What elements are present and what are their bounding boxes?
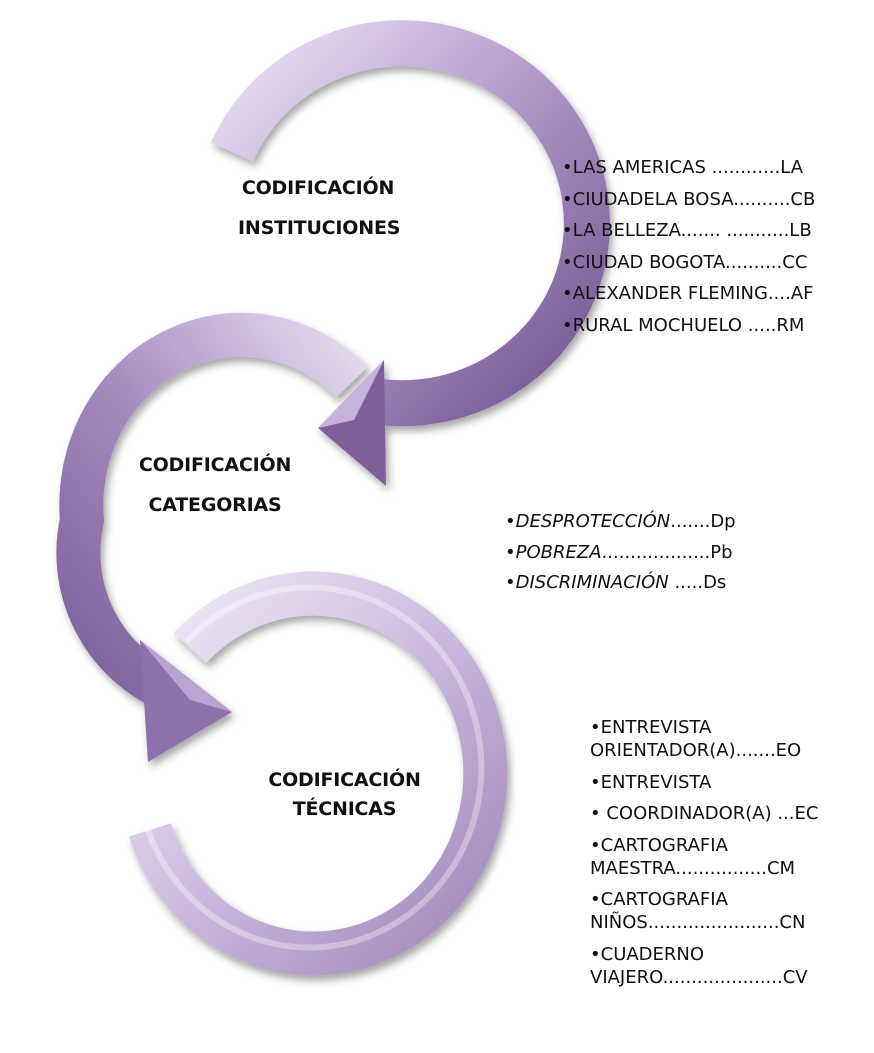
list-item: CARTOGRAFIA MAESTRA................CM <box>590 834 860 880</box>
list-item: ENTREVISTA <box>590 771 860 794</box>
title-instituciones-line1: CODIFICACIÓN <box>241 177 395 199</box>
item-term: POBREZA <box>515 541 602 563</box>
list-item: COORDINADOR(A) ...EC <box>590 802 860 825</box>
item-label: CIUDAD BOGOTA..........CC <box>572 251 808 273</box>
list-tecnicas: ENTREVISTA ORIENTADOR(A).......EO ENTREV… <box>590 716 860 997</box>
list-item: POBREZA...................Pb <box>505 538 736 569</box>
item-label: CUADERNO VIAJERO.....................CV <box>590 943 808 988</box>
item-label: CARTOGRAFIA NIÑOS.......................… <box>590 889 806 933</box>
list-item: LAS AMERICAS ............LA <box>562 152 815 184</box>
item-label: ENTREVISTA <box>600 771 712 793</box>
title-tecnicas: CODIFICACIÓN TÉCNICAS <box>262 770 427 820</box>
title-tecnicas-line2: TÉCNICAS <box>292 797 397 820</box>
list-item: ENTREVISTA ORIENTADOR(A).......EO <box>590 716 860 762</box>
item-code: .......Dp <box>670 511 736 532</box>
item-label: LAS AMERICAS ............LA <box>572 157 804 178</box>
title-categorias-line1: CODIFICACIÓN <box>138 454 292 476</box>
list-item: RURAL MOCHUELO .....RM <box>562 310 815 342</box>
list-item: CIUDAD BOGOTA..........CC <box>562 247 815 279</box>
item-label: COORDINADOR(A) ...EC <box>600 803 819 824</box>
title-categorias: CODIFICACIÓN CATEGORIAS <box>130 455 300 516</box>
list-item: ALEXANDER FLEMING....AF <box>562 278 815 310</box>
list-item: CIUDADELA BOSA..........CB <box>562 184 816 216</box>
item-label: LA BELLEZA....... ...........LB <box>572 220 812 241</box>
title-categorias-line2: CATEGORIAS <box>148 493 282 516</box>
list-item: DESPROTECCIÓN.......Dp <box>505 507 736 538</box>
item-label: CIUDADELA BOSA..........CB <box>572 188 816 210</box>
list-item: CARTOGRAFIA NIÑOS.......................… <box>590 888 860 934</box>
ring-tecnicas <box>129 571 508 976</box>
item-term: DISCRIMINACIÓN <box>515 572 669 593</box>
item-code: .....Ds <box>668 572 727 593</box>
item-label: RURAL MOCHUELO .....RM <box>572 314 805 336</box>
list-categorias: DESPROTECCIÓN.......Dp POBREZA..........… <box>505 507 736 599</box>
title-instituciones: CODIFICACIÓN INSTITUCIONES <box>238 177 401 239</box>
item-label: ALEXANDER FLEMING....AF <box>572 283 814 304</box>
title-instituciones-line2: INSTITUCIONES <box>238 216 401 239</box>
item-term: DESPROTECCIÓN <box>515 511 671 532</box>
item-label: CARTOGRAFIA MAESTRA................CM <box>590 834 796 879</box>
list-item: DISCRIMINACIÓN .....Ds <box>505 568 736 599</box>
list-item: LA BELLEZA....... ...........LB <box>562 215 815 247</box>
list-item: CUADERNO VIAJERO.....................CV <box>590 943 860 989</box>
item-label: ENTREVISTA ORIENTADOR(A).......EO <box>590 717 802 761</box>
arrow-instituciones <box>210 20 610 486</box>
item-code: ...................Pb <box>601 541 733 563</box>
list-instituciones: LAS AMERICAS ............LA CIUDADELA BO… <box>562 152 816 342</box>
title-tecnicas-line1: CODIFICACIÓN <box>268 769 421 791</box>
arrow-categorias <box>56 312 368 762</box>
